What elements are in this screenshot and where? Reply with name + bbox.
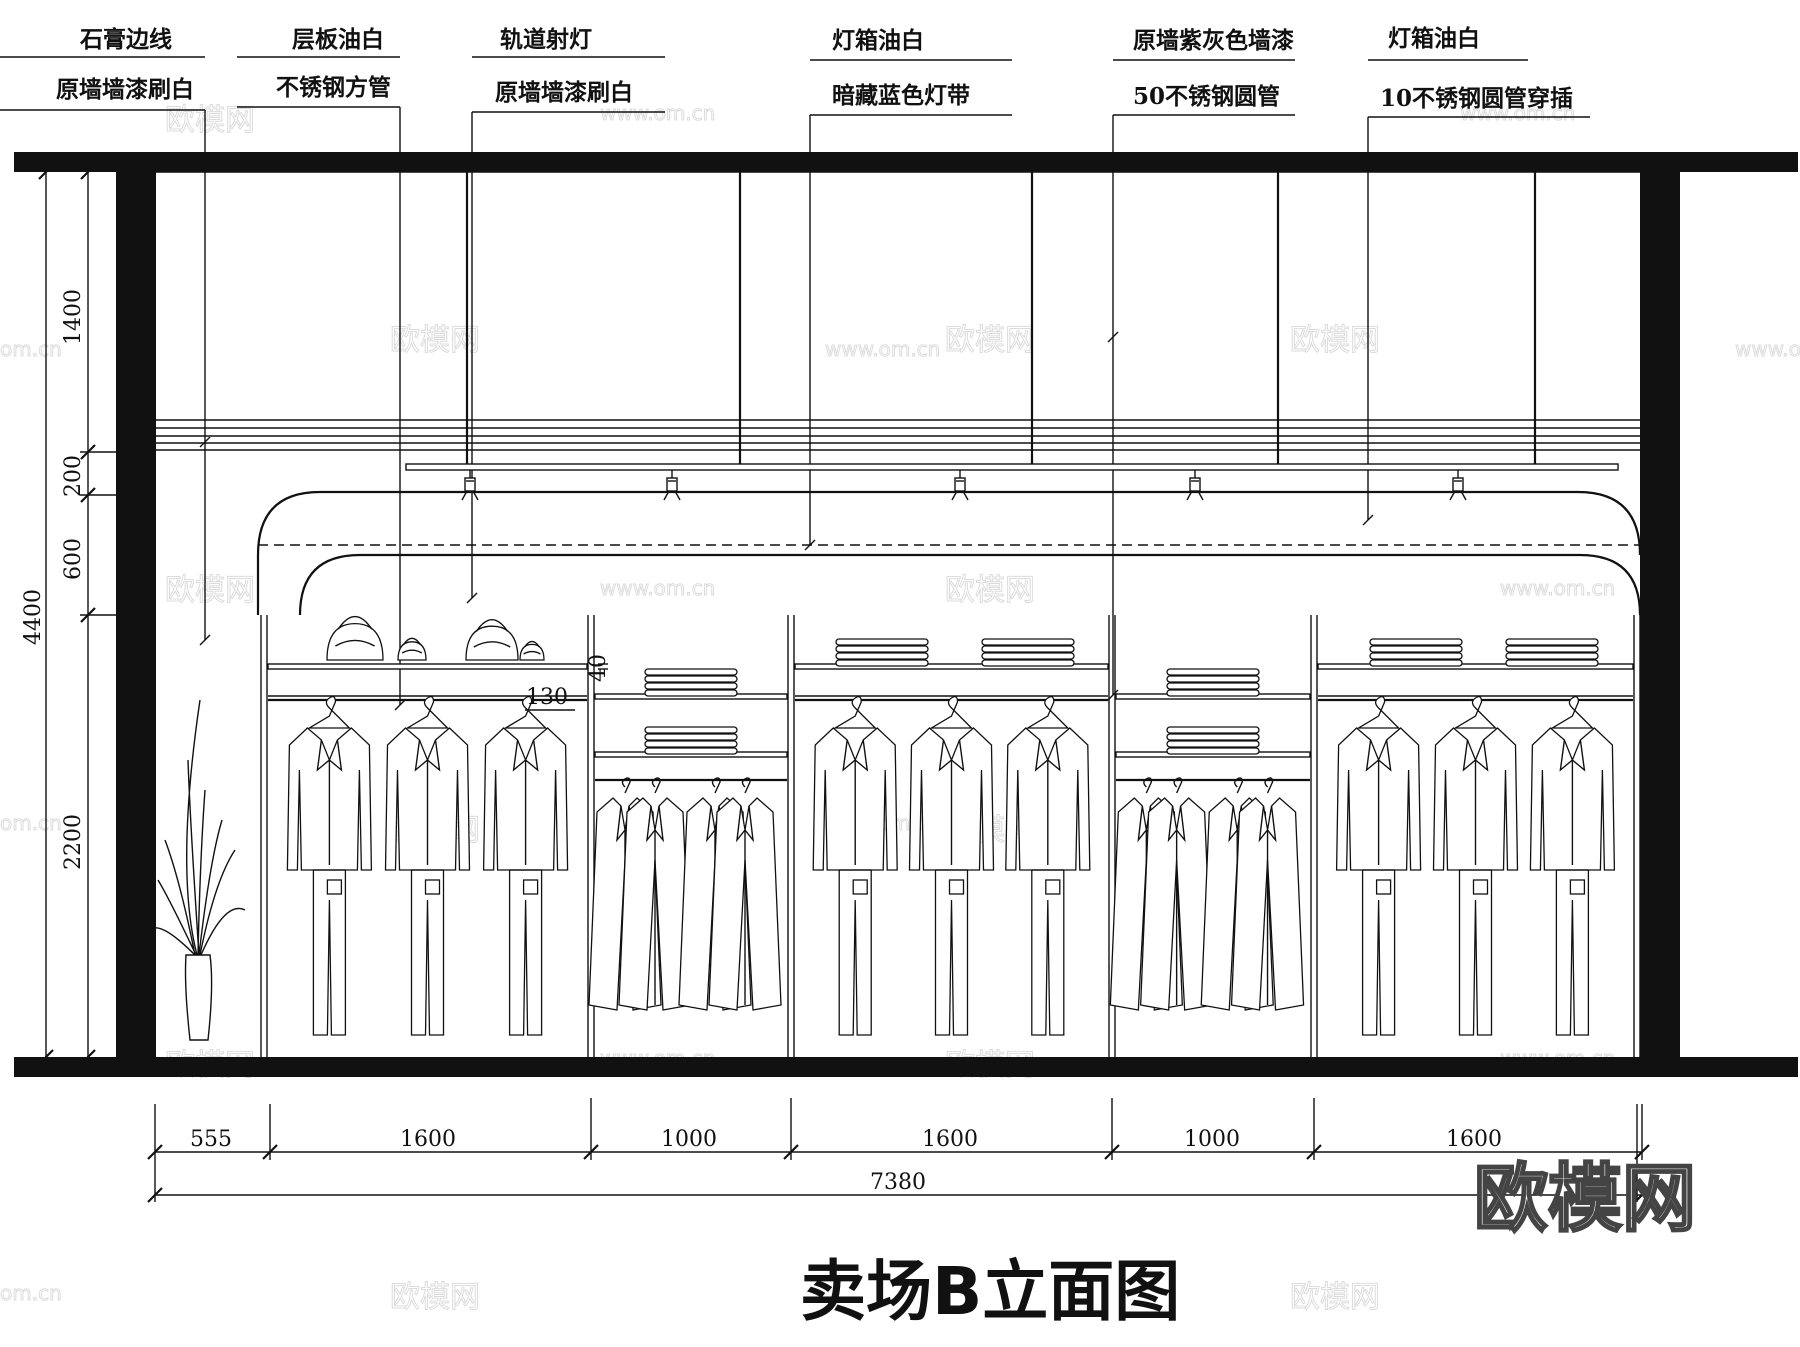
annotation-4-bottom: 暗藏蓝色灯带 bbox=[832, 82, 970, 109]
dim-1000-b: 1000 bbox=[1184, 1127, 1240, 1152]
right-wall bbox=[1640, 172, 1680, 1057]
handbag-icon bbox=[397, 637, 427, 661]
dim-2200: 2200 bbox=[61, 814, 86, 870]
annotation-labels: 石膏边线 原墙墙漆刷白 层板油白 不锈钢方管 轨道射灯 原墙墙漆刷白 灯箱油白 … bbox=[56, 25, 1573, 112]
watermark-url: www.om.cn bbox=[825, 337, 940, 361]
spotlight-icon bbox=[461, 470, 479, 501]
annotation-3-bottom: 原墙墙漆刷白 bbox=[495, 79, 633, 106]
floor-slab bbox=[14, 1057, 1798, 1077]
watermark-brand: 欧模网 bbox=[165, 103, 255, 138]
coat-icon bbox=[1230, 777, 1305, 1011]
dim-total-width: 7380 bbox=[870, 1170, 926, 1195]
dim-555: 555 bbox=[190, 1127, 232, 1152]
annotation-2-bottom: 不锈钢方管 bbox=[276, 74, 391, 101]
folded-clothes-icon bbox=[981, 638, 1075, 667]
annotation-6-top: 灯箱油白 bbox=[1388, 25, 1480, 52]
watermark-url: www.om.cn bbox=[600, 101, 715, 125]
track-light-rail bbox=[405, 463, 1619, 471]
watermark-url: om.cn bbox=[0, 337, 62, 361]
watermark-url: www.om.cn bbox=[1735, 337, 1800, 361]
suit-icon bbox=[908, 696, 995, 1036]
watermark-url: www.om.cn bbox=[1460, 101, 1575, 125]
watermark-brand: 欧模网 bbox=[945, 323, 1035, 358]
annotation-4-top: 灯箱油白 bbox=[832, 27, 924, 54]
watermark-brand: 欧模网 bbox=[390, 1280, 480, 1315]
watermark-brand: 欧模网 bbox=[165, 573, 255, 608]
spotlight-icon bbox=[951, 470, 969, 501]
folded-clothes-icon bbox=[1505, 638, 1599, 667]
annotation-3-top: 轨道射灯 bbox=[500, 26, 592, 53]
folded-clothes-icon bbox=[835, 638, 929, 667]
annotation-6-bottom: 10不锈钢圆管穿插 bbox=[1380, 85, 1573, 112]
spotlight-icon bbox=[1449, 470, 1467, 501]
watermark-brand: 欧模网 bbox=[1290, 1280, 1380, 1315]
watermark-brand: 欧模网 bbox=[945, 573, 1035, 608]
annotation-5-bottom: 50不锈钢圆管 bbox=[1133, 83, 1280, 110]
suit-icon bbox=[1005, 696, 1091, 1036]
dim-shelf-depth: 130 bbox=[526, 685, 568, 710]
handbag-icon bbox=[465, 619, 519, 661]
spotlight-icon bbox=[663, 470, 681, 501]
suit-icon bbox=[1432, 696, 1519, 1036]
dim-1600-a: 1600 bbox=[400, 1127, 456, 1152]
spotlight-icon bbox=[1186, 470, 1204, 501]
ceiling-slab bbox=[14, 152, 1798, 172]
dim-200: 200 bbox=[61, 455, 86, 497]
coat-icon bbox=[708, 777, 782, 1011]
folded-clothes-icon bbox=[644, 668, 738, 697]
folded-clothes-icon bbox=[1166, 668, 1260, 697]
suit-icon bbox=[286, 696, 373, 1036]
suit-icon bbox=[1335, 696, 1422, 1036]
plant-vase bbox=[149, 699, 246, 1041]
dim-1000-a: 1000 bbox=[661, 1127, 717, 1152]
dim-600: 600 bbox=[61, 538, 86, 580]
watermark-brand: 欧模网 bbox=[1290, 323, 1380, 358]
folded-clothes-icon bbox=[644, 726, 738, 755]
light-box-arch bbox=[256, 490, 1642, 616]
suit-icon bbox=[1529, 696, 1616, 1036]
handbag-icon bbox=[326, 615, 384, 661]
watermark-url: www.om.cn bbox=[1500, 576, 1615, 600]
watermark-url: om.cn bbox=[0, 811, 62, 835]
watermark-brand: 欧模网 bbox=[390, 323, 480, 358]
suit-icon bbox=[812, 696, 898, 1036]
shelf bbox=[1317, 663, 1634, 670]
shelf bbox=[267, 663, 588, 670]
left-wall bbox=[116, 172, 156, 1057]
ceiling-rods bbox=[465, 172, 1537, 467]
spotlights bbox=[461, 470, 1467, 501]
folded-clothes-icon bbox=[1166, 726, 1260, 755]
watermark-url: www.om.cn bbox=[600, 576, 715, 600]
dim-1600-b: 1600 bbox=[922, 1127, 978, 1152]
dim-height-total: 4400 bbox=[21, 589, 46, 645]
shelf bbox=[794, 663, 1109, 670]
suit-icon bbox=[482, 696, 569, 1036]
annotation-5-top: 原墙紫灰色墙漆 bbox=[1133, 27, 1294, 54]
dim-1600-c: 1600 bbox=[1446, 1127, 1502, 1152]
annotation-leaders bbox=[0, 56, 1590, 711]
folded-clothes-icon bbox=[1369, 638, 1463, 667]
annotation-1-bottom: 原墙墙漆刷白 bbox=[56, 76, 194, 103]
dimension-labels: 555 1600 1000 1600 1000 1600 7380 1400 2… bbox=[21, 289, 1502, 1195]
dim-1400: 1400 bbox=[61, 289, 86, 345]
annotation-1-top: 石膏边线 bbox=[79, 26, 172, 53]
annotation-2-top: 层板油白 bbox=[292, 26, 384, 53]
dimension-lines bbox=[38, 164, 1650, 1203]
watermark-url: om.cn bbox=[0, 1281, 62, 1305]
ceiling-bands bbox=[156, 419, 1640, 471]
display-bays bbox=[260, 615, 1641, 1057]
structure bbox=[14, 152, 1798, 1077]
dim-shelf-gap: 40 bbox=[586, 654, 611, 682]
drawing-title: 卖场B立面图 bbox=[800, 1253, 1180, 1330]
suit-icon bbox=[384, 696, 471, 1036]
site-logo: 欧模网 bbox=[1474, 1156, 1696, 1242]
handbag-icon bbox=[519, 640, 545, 661]
